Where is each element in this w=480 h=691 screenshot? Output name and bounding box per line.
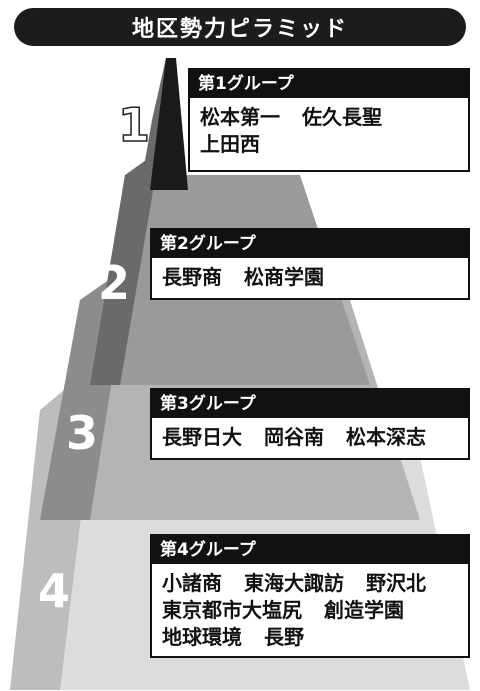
team-name: 野沢北 (366, 571, 426, 595)
tier-number-2: 2 (98, 256, 131, 310)
tier-number-3: 3 (66, 406, 99, 460)
group-members-1: 松本第一佐久長聖 上田西 (190, 98, 468, 162)
diagram-title-text: 地区勢力ピラミッド (131, 17, 348, 42)
team-name: 長野日大 (162, 425, 242, 449)
team-name: 長野 (264, 625, 304, 649)
team-name: 松商学園 (244, 265, 324, 289)
team-name: 上田西 (200, 132, 260, 156)
group-members-3: 長野日大岡谷南松本深志 (152, 418, 468, 455)
tier2-side (90, 150, 160, 385)
team-name: 小諸商 (162, 571, 222, 595)
group-heading-3: 第3グループ (152, 390, 468, 418)
team-name: 東海大諏訪 (244, 571, 344, 595)
group-box-3: 第3グループ 長野日大岡谷南松本深志 (150, 388, 470, 460)
group-box-2: 第2グループ 長野商松商学園 (150, 228, 470, 300)
group-box-4: 第4グループ 小諸商東海大諏訪野沢北 東京都市大塩尻創造学園 地球環境長野 (150, 534, 470, 658)
team-name: 地球環境 (162, 625, 242, 649)
team-name: 長野商 (162, 265, 222, 289)
team-name: 佐久長聖 (302, 105, 382, 129)
group-members-2: 長野商松商学園 (152, 258, 468, 295)
group-heading-1: 第1グループ (190, 70, 468, 98)
group-heading-2: 第2グループ (152, 230, 468, 258)
group-box-1: 第1グループ 松本第一佐久長聖 上田西 (188, 68, 470, 172)
diagram-title: 地区勢力ピラミッド (14, 8, 466, 46)
tier-number-1: 1 (117, 98, 151, 152)
group-members-4: 小諸商東海大諏訪野沢北 東京都市大塩尻創造学園 地球環境長野 (152, 564, 468, 655)
team-name: 岡谷南 (264, 425, 324, 449)
team-name: 東京都市大塩尻 (162, 598, 302, 622)
tier-number-4: 4 (38, 564, 71, 618)
team-name: 松本深志 (346, 425, 426, 449)
team-name: 創造学園 (324, 598, 404, 622)
team-name: 松本第一 (200, 105, 280, 129)
tier1-side (140, 58, 166, 190)
group-heading-4: 第4グループ (152, 536, 468, 564)
